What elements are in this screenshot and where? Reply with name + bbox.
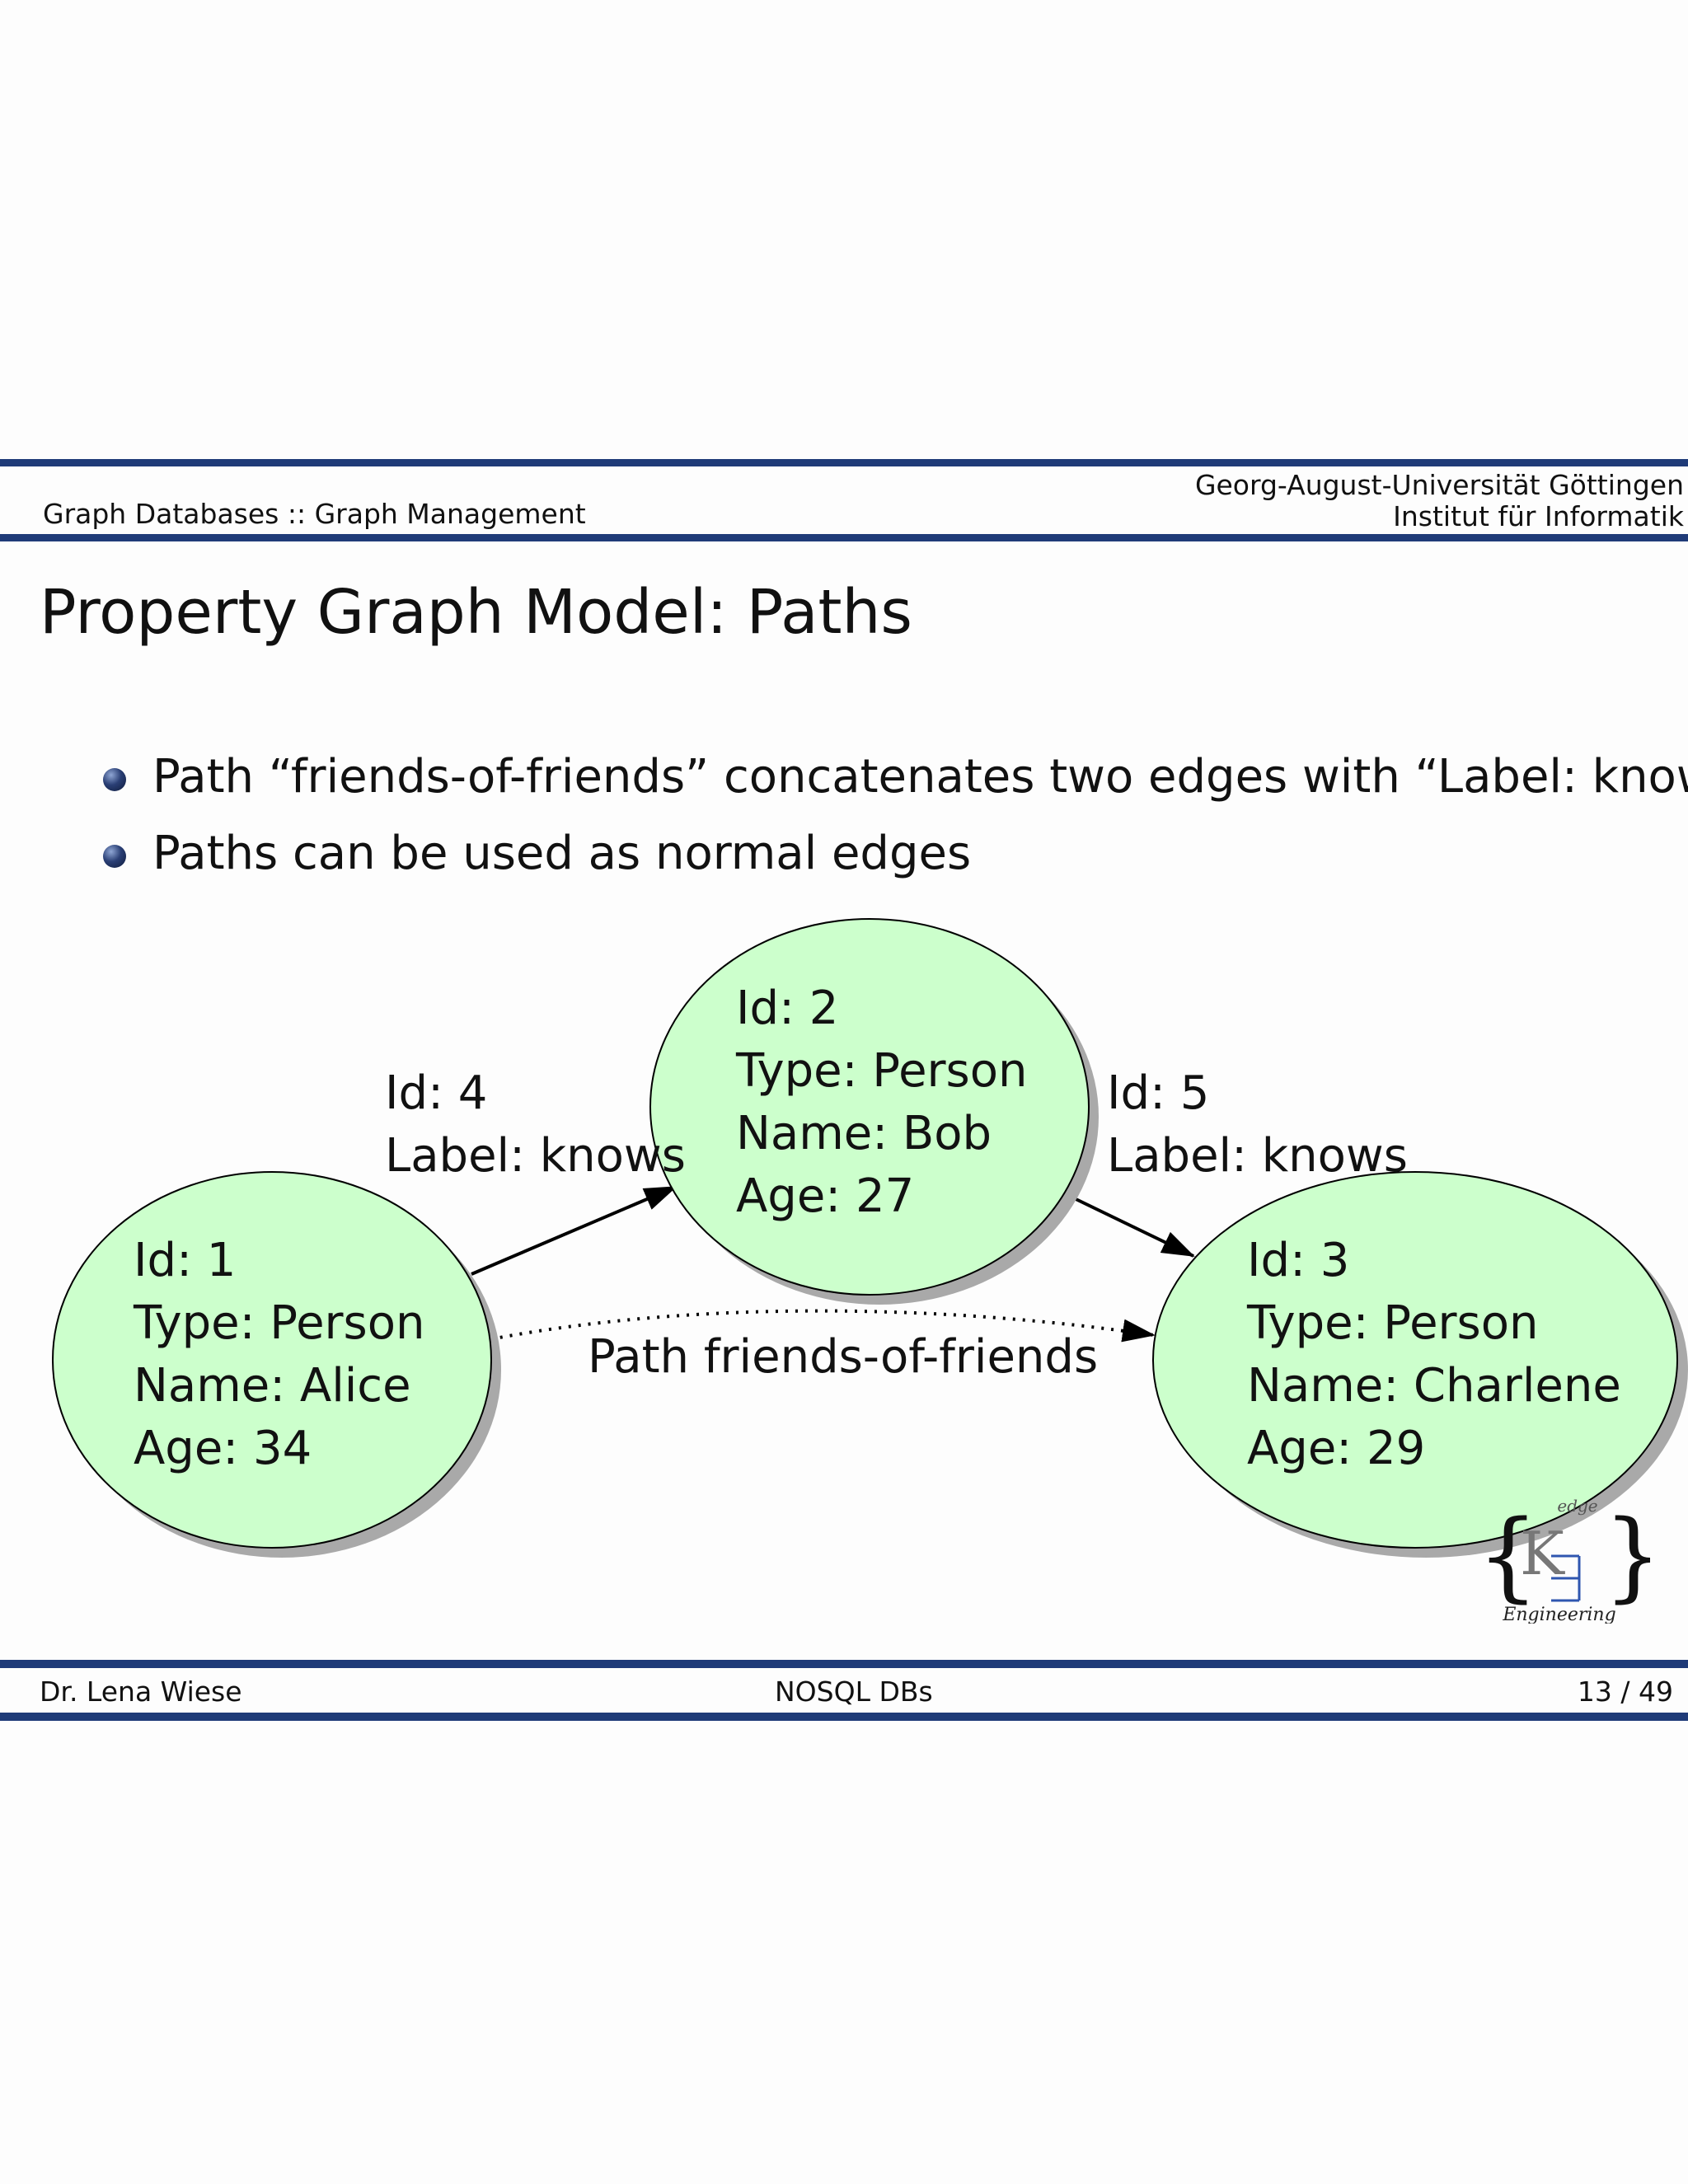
node-charlene-age: Age: 29 (1247, 1422, 1425, 1475)
node-bob-type: Type: Person (735, 1044, 1027, 1098)
bullet-text: Path “friends-of-friends” concatenates t… (152, 750, 1688, 804)
header-section: Graph Databases :: Graph Management (43, 498, 586, 530)
edge-5-line (1067, 1193, 1195, 1258)
edge-4-label: Id: 4 Label: knows (385, 1066, 686, 1183)
bullet-icon (103, 768, 126, 791)
footer-page-number: 13 / 49 (1577, 1675, 1673, 1708)
header-institute: Institut für Informatik (1393, 500, 1684, 532)
header-affiliation: Georg-August-Universität Göttingen Insti… (1195, 470, 1684, 532)
node-alice-id: Id: 1 (134, 1234, 236, 1287)
footer-author: Dr. Lena Wiese (40, 1675, 242, 1708)
node-alice-type: Type: Person (133, 1296, 424, 1350)
header-rule-top (0, 459, 1688, 466)
node-charlene: Id: 3 Type: Person Name: Charlene Age: 2… (1152, 1171, 1688, 1558)
header-university: Georg-August-Universität Göttingen (1194, 469, 1684, 501)
node-alice: Id: 1 Type: Person Name: Alice Age: 34 (52, 1171, 501, 1558)
svg-text:Id: 3 Type: Person: Id: 3 Type: Person Name: Charlene Age: 2… (1246, 1234, 1636, 1475)
node-alice-age: Age: 34 (134, 1422, 312, 1475)
node-charlene-type: Type: Person (1246, 1296, 1538, 1350)
logo-top-text: edge (1557, 1496, 1597, 1516)
edge-5-id: Id: 5 (1107, 1066, 1209, 1120)
footer-rule-top (0, 1660, 1688, 1668)
svg-text:Id: 1 Type: Person: Id: 1 Type: Person Name: Alice Age: 34 (133, 1234, 439, 1475)
node-charlene-name: Name: Charlene (1247, 1359, 1621, 1413)
logo-bottom-text: Engineering (1502, 1605, 1615, 1624)
svg-text:}: } (1603, 1498, 1650, 1612)
bullet-icon (103, 845, 126, 868)
node-bob-age: Age: 27 (736, 1169, 914, 1223)
node-bob-name: Name: Bob (736, 1107, 992, 1160)
node-charlene-ellipse (1152, 1171, 1678, 1549)
footer-course: NOSQL DBs (775, 1675, 933, 1708)
bullet-text: Paths can be used as normal edges (152, 827, 972, 880)
slide-title: Property Graph Model: Paths (40, 577, 912, 648)
edge-5-label: Id: 5 Label: knows (1107, 1066, 1408, 1183)
footer-rule-bottom (0, 1713, 1688, 1721)
edge-4-line (471, 1185, 678, 1276)
node-bob-id: Id: 2 (736, 982, 838, 1035)
path-friends-of-friends-label: Path friends-of-friends (588, 1330, 1098, 1384)
node-alice-ellipse (52, 1171, 492, 1549)
header-rule-bottom (0, 534, 1688, 541)
svg-text:{: { (1477, 1498, 1539, 1612)
svg-text:K: K (1520, 1519, 1565, 1588)
edge-4-relation: Label: knows (385, 1129, 686, 1183)
node-alice-name: Name: Alice (134, 1359, 411, 1413)
svg-text:Id: 2 Type: Person: Id: 2 Type: Person Name: Bob Age: 27 (735, 982, 1042, 1223)
node-charlene-id: Id: 3 (1247, 1234, 1349, 1287)
knowledge-engineering-logo: { } edge K Engineering (1469, 1483, 1665, 1625)
edge-4-id: Id: 4 (385, 1066, 487, 1120)
node-bob-ellipse (649, 918, 1090, 1296)
node-bob: Id: 2 Type: Person Name: Bob Age: 27 (649, 918, 1099, 1305)
edge-5-relation: Label: knows (1107, 1129, 1408, 1183)
